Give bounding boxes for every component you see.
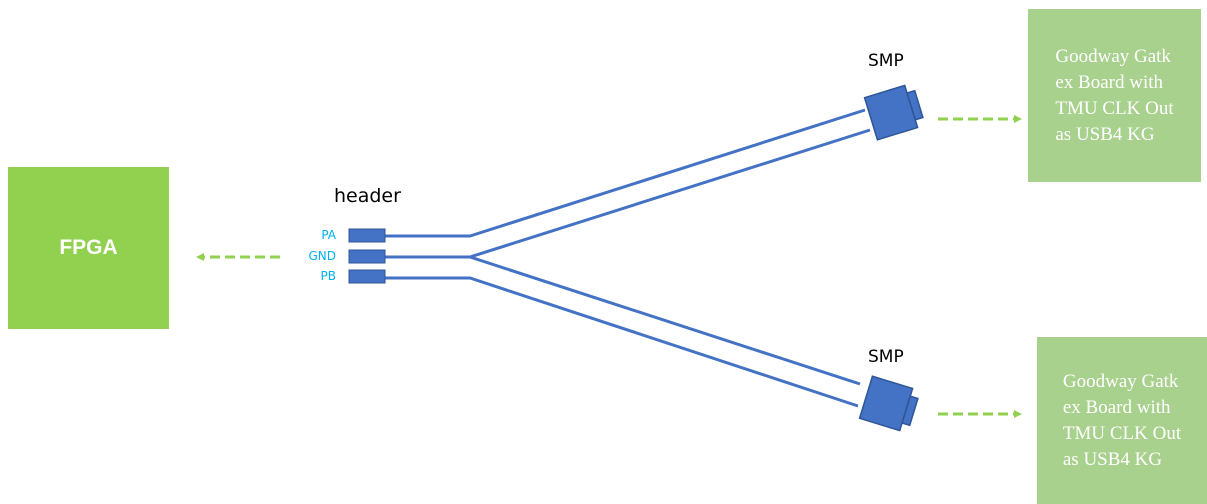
pin-label-pa: PA	[321, 228, 336, 242]
board-bottom-label: Goodway Gatk ex Board with TMU CLK Out a…	[1062, 370, 1182, 470]
board-bottom: Goodway Gatk ex Board with TMU CLK Out a…	[1037, 337, 1207, 504]
pin-label-gnd: GND	[308, 249, 336, 263]
pin-label-pb: PB	[320, 269, 336, 283]
fpga-block: FPGA	[8, 167, 169, 329]
smp-top-label: SMP	[868, 51, 904, 71]
header-pin-pb	[348, 269, 386, 284]
header-label: header	[334, 185, 401, 207]
board-top: Goodway Gatk ex Board with TMU CLK Out a…	[1028, 9, 1201, 182]
smp-bottom-label: SMP	[868, 347, 904, 367]
board-top-label: Goodway Gatk ex Board with TMU CLK Out a…	[1055, 45, 1174, 145]
smp-connector-bottom	[858, 375, 919, 432]
cable-bottom	[384, 255, 861, 408]
cable-top	[384, 108, 871, 259]
header-pin-pa	[348, 228, 386, 243]
fpga-label: FPGA	[59, 236, 118, 259]
header-pin-gnd	[348, 249, 386, 264]
smp-connector-top	[863, 84, 924, 141]
